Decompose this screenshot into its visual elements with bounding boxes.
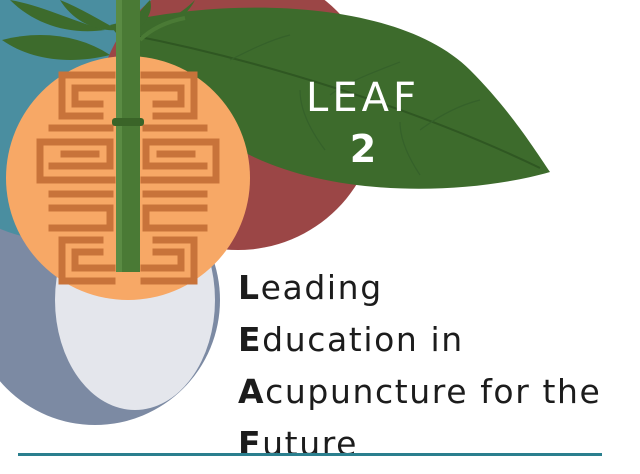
small-leaves <box>2 0 195 60</box>
bottom-rule <box>18 453 602 456</box>
acronym-initial: E <box>238 320 263 359</box>
bamboo-stalk-icon <box>112 0 186 272</box>
acronym-rest: uture <box>262 424 359 463</box>
shou-symbol-icon <box>36 71 220 285</box>
acronym-list: Leading Education in Acupuncture for the… <box>238 262 601 470</box>
logo-title: LEAF <box>306 75 420 121</box>
acronym-line: Future <box>238 418 601 470</box>
logo-number: 2 <box>349 127 377 171</box>
acronym-line: Education in <box>238 314 601 366</box>
leaf-icon <box>110 7 550 189</box>
acronym-line: Leading <box>238 262 601 314</box>
acronym-initial: F <box>238 424 263 463</box>
acronym-rest: cupuncture for the <box>265 372 602 411</box>
acronym-rest: eading <box>260 268 383 307</box>
acronym-initial: L <box>238 268 261 307</box>
acronym-line: Acupuncture for the <box>238 366 601 418</box>
acronym-initial: A <box>238 372 266 411</box>
acronym-rest: ducation in <box>262 320 464 359</box>
